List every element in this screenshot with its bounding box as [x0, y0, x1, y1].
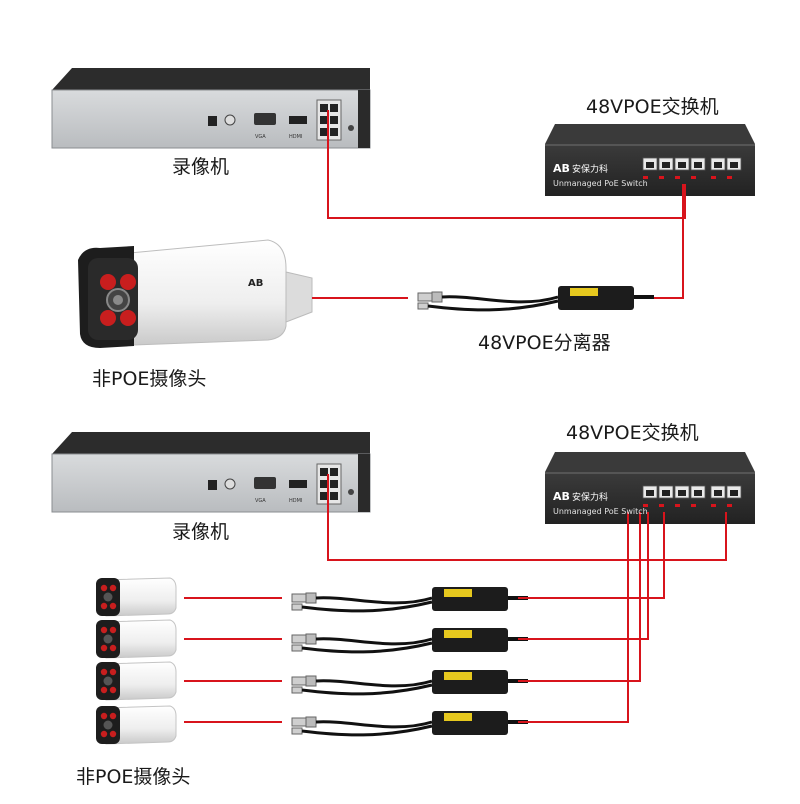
cable-splitter-switch-1: [518, 512, 665, 599]
camera-large-top: [77, 239, 313, 349]
poe-splitter-2: [290, 626, 530, 654]
label-camera-bottom: 非POE摄像头: [76, 766, 191, 788]
switch-subtitle-top: Unmanaged PoE Switch: [553, 179, 648, 188]
label-camera-top: 非POE摄像头: [92, 368, 207, 390]
nvr-hdmi-label-top: HDMI: [289, 134, 302, 140]
nvr-vga-label-top: VGA: [255, 134, 266, 140]
nvr-device-top: [51, 67, 371, 149]
camera-small-3: [95, 661, 177, 701]
cable-splitter-switch-4: [518, 512, 629, 723]
poe-splitter-1: [290, 585, 530, 613]
switch-brand-top: AB: [553, 162, 570, 175]
label-splitter-top: 48VPOE分离器: [478, 332, 611, 354]
nvr-vga-label-bottom: VGA: [255, 498, 266, 504]
poe-splitter-top: [416, 284, 656, 312]
cable-nvr-switch-bottom: [327, 474, 727, 561]
switch-subtitle-bottom: Unmanaged PoE Switch: [553, 507, 648, 516]
label-switch-top: 48VPOE交换机: [586, 96, 719, 118]
cable-splitter-switch-2: [518, 512, 649, 640]
poe-splitter-4: [290, 709, 530, 737]
switch-brand-cn-top: 安保力科: [572, 163, 608, 175]
camera-logo-top: AB: [248, 278, 263, 289]
switch-brand-bottom: AB: [553, 490, 570, 503]
switch-brand-cn-bottom: 安保力科: [572, 491, 608, 503]
camera-small-2: [95, 619, 177, 659]
label-nvr-top: 录像机: [172, 156, 230, 178]
label-nvr-bottom: 录像机: [172, 521, 230, 543]
nvr-hdmi-label-bottom: HDMI: [289, 498, 302, 504]
nvr-device-bottom: [51, 431, 371, 513]
cable-splitter-switch-3: [518, 512, 641, 682]
cable-nvr-switch-top: [327, 110, 686, 219]
label-switch-bottom: 48VPOE交换机: [566, 422, 699, 444]
camera-small-4: [95, 705, 177, 745]
poe-splitter-3: [290, 668, 530, 696]
cable-splitter-switch-top: [654, 184, 684, 299]
camera-small-1: [95, 577, 177, 617]
